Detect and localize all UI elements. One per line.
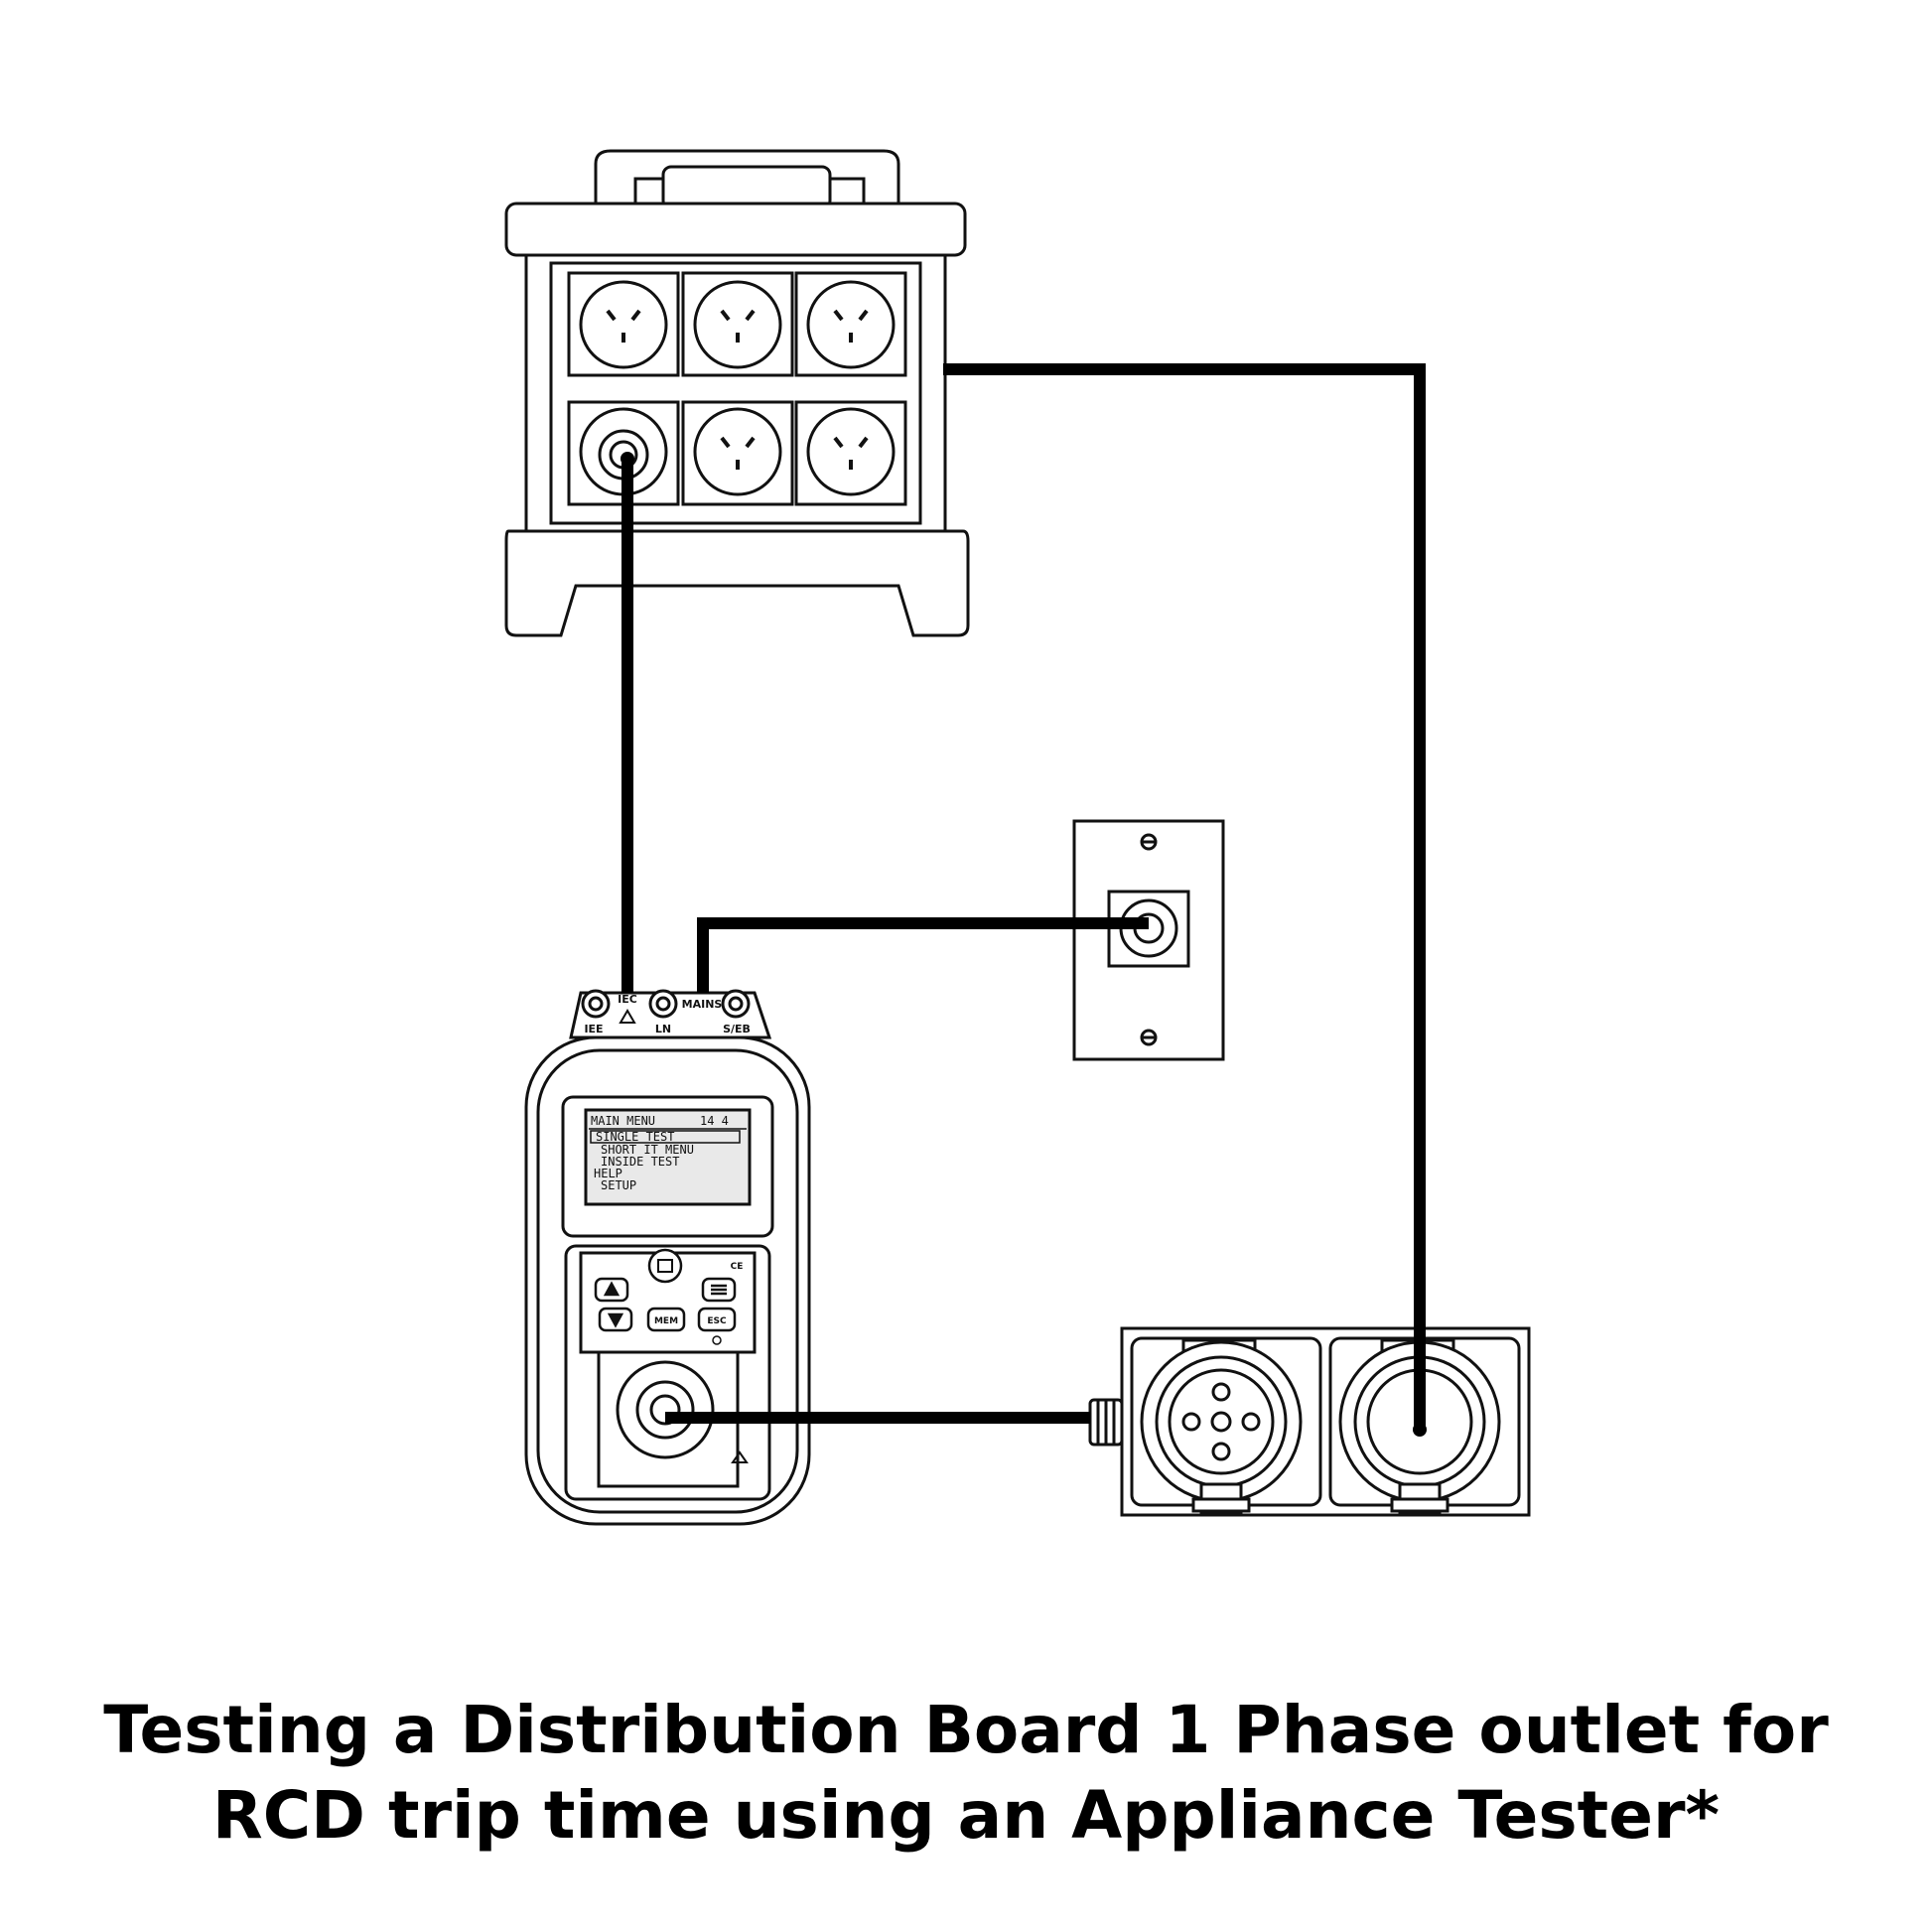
- caption-line-1: Testing a Distribution Board 1 Phase out…: [103, 1692, 1829, 1768]
- list-button[interactable]: [701, 1277, 737, 1303]
- tester-screen: [584, 1108, 752, 1206]
- gpo-outlet[interactable]: [794, 400, 907, 506]
- gpo-outlet[interactable]: [567, 271, 680, 377]
- screen-title: MAIN MENU: [591, 1114, 655, 1128]
- port-label-iee: IEE: [584, 1023, 603, 1035]
- gpo-outlet[interactable]: [794, 271, 907, 377]
- gpo-outlet[interactable]: [681, 400, 794, 506]
- gpo-outlet[interactable]: [681, 271, 794, 377]
- up-arrow-button[interactable]: [594, 1277, 629, 1303]
- screen-item-shortcut-menu[interactable]: SHORT IT MENU: [601, 1143, 694, 1157]
- port-label-ln: LN: [655, 1023, 671, 1035]
- ce-mark: CE: [731, 1262, 744, 1272]
- screen-item-help[interactable]: HELP: [594, 1167, 622, 1180]
- tester-iec-socket[interactable]: [616, 1360, 715, 1459]
- tester-ports: [581, 989, 751, 1019]
- esc-button-label: ESC: [707, 1316, 727, 1326]
- board-top-cap: [504, 202, 967, 257]
- board-base: [504, 529, 970, 637]
- mem-button[interactable]: [646, 1307, 686, 1332]
- industrial-socket-panel: [1088, 1326, 1531, 1517]
- screen-item-setup[interactable]: SETUP: [601, 1178, 636, 1192]
- round-connector-outlet[interactable]: [567, 400, 680, 506]
- cables: [621, 363, 1426, 1430]
- port-label-mains: MAINS: [682, 998, 723, 1011]
- esc-button[interactable]: [697, 1307, 737, 1332]
- tester-keypad: [594, 1248, 737, 1345]
- caption-line-2: RCD trip time using an Appliance Tester*: [211, 1777, 1721, 1854]
- cable-tester-mains-to-wall: [697, 917, 1149, 993]
- port-iee[interactable]: [581, 989, 611, 1019]
- port-label-iec: IEC: [618, 993, 637, 1006]
- screen-item-inside-test[interactable]: INSIDE TEST: [601, 1155, 679, 1169]
- warning-triangle-icon: [619, 1009, 636, 1024]
- menu-button[interactable]: [647, 1248, 683, 1284]
- down-arrow-button[interactable]: [598, 1307, 633, 1332]
- diagram-caption: Testing a Distribution Board 1 Phase out…: [0, 1688, 1932, 1859]
- screen-item-single-test[interactable]: SINGLE TEST: [596, 1130, 674, 1144]
- three-phase-socket[interactable]: [1140, 1338, 1303, 1514]
- distribution-board: [504, 149, 970, 637]
- port-seb[interactable]: [721, 989, 751, 1019]
- wall-plate: [1072, 819, 1225, 1061]
- cable-board-to-single-phase-socket: [943, 363, 1426, 1430]
- tester-screen-text: MAIN MENU 14 4 SINGLE TEST SHORT IT MENU…: [589, 1114, 747, 1192]
- board-outlet-grid: [567, 271, 907, 506]
- mem-button-label: MEM: [654, 1316, 678, 1326]
- power-icon: [712, 1335, 722, 1345]
- screen-status: 14 4: [700, 1114, 729, 1128]
- wall-socket[interactable]: [1107, 890, 1190, 968]
- port-ln[interactable]: [648, 989, 678, 1019]
- port-label-seb: S/EB: [723, 1023, 751, 1035]
